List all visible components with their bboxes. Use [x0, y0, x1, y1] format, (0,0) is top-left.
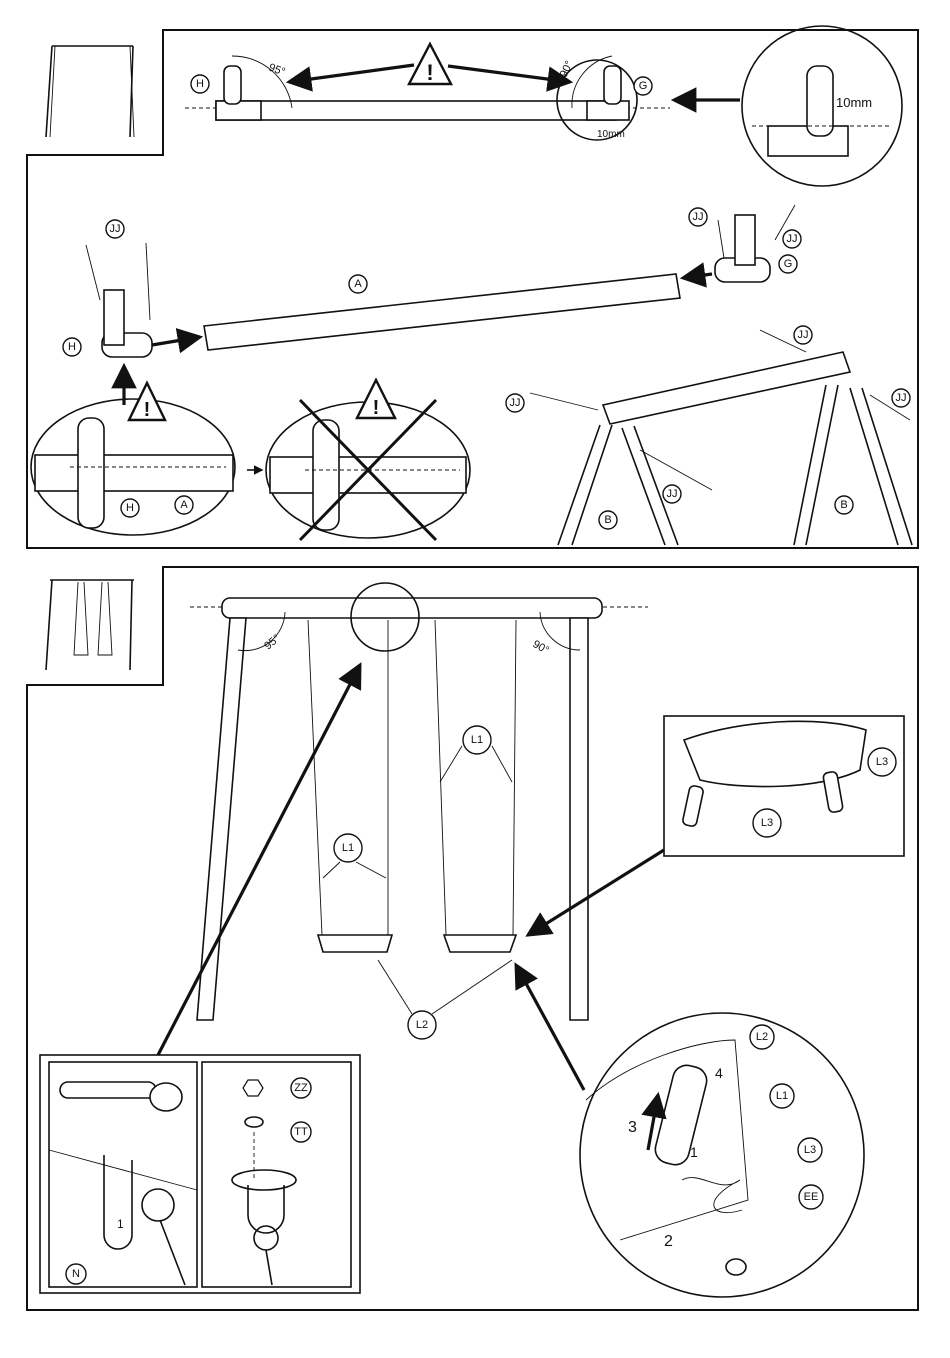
- label-ZZ-badge: ZZ: [291, 1078, 311, 1098]
- label-EE-badge: EE: [799, 1185, 823, 1209]
- angle-90-label: 90°: [558, 59, 576, 79]
- svg-text:L2: L2: [416, 1019, 428, 1031]
- label-H-badge-2: H: [63, 338, 81, 356]
- svg-text:L2: L2: [756, 1031, 768, 1043]
- svg-text:!: !: [426, 60, 433, 85]
- label-L1-badge-2: L1: [334, 834, 362, 862]
- svg-text:L1: L1: [471, 734, 483, 746]
- svg-text:JJ: JJ: [693, 211, 704, 223]
- svg-text:L1: L1: [342, 842, 354, 854]
- label-G-badge: G: [634, 77, 652, 95]
- label-B-badge: B: [599, 511, 617, 529]
- step-2-label: 2: [664, 1233, 673, 1250]
- step-4-label: 4: [715, 1065, 723, 1081]
- label-H-badge: H: [191, 75, 209, 93]
- svg-text:ZZ: ZZ: [294, 1082, 308, 1094]
- offset-detail-label: 10mm: [836, 95, 872, 110]
- svg-text:H: H: [68, 341, 76, 353]
- top-panel: 95° 90° 10mm ! H G 10mm: [27, 26, 918, 548]
- incorrect-drilling-detail: !: [266, 380, 470, 540]
- spring-zoom-detail: 3 2 1 4 L2 L1 L3 EE: [516, 965, 864, 1297]
- label-JJ-badge-5: JJ: [794, 326, 812, 344]
- angle-95-label: 95°: [267, 62, 287, 79]
- svg-text:G: G: [784, 258, 793, 270]
- svg-text:TT: TT: [294, 1126, 308, 1138]
- label-G-badge-2: G: [779, 255, 797, 273]
- warning-triangle-icon: !: [357, 380, 395, 419]
- label-L3-badge-3: L3: [798, 1138, 822, 1162]
- svg-text:!: !: [373, 397, 380, 419]
- bottom-panel: 95° 90° L1 L1 L2 L3 L3: [27, 567, 918, 1310]
- label-L3-badge-2: L3: [753, 809, 781, 837]
- label-N-badge: N: [66, 1264, 86, 1284]
- svg-text:EE: EE: [804, 1191, 819, 1203]
- label-A-badge-2: A: [175, 496, 193, 514]
- warning-triangle-icon: !: [129, 383, 165, 421]
- label-TT-badge: TT: [291, 1122, 311, 1142]
- label-JJ-badge: JJ: [106, 220, 124, 238]
- svg-text:JJ: JJ: [667, 488, 678, 500]
- label-L2-badge-2: L2: [750, 1025, 774, 1049]
- step-3-label: 3: [628, 1119, 637, 1136]
- correct-drilling-detail: ! H A: [31, 366, 262, 535]
- svg-text:JJ: JJ: [798, 329, 809, 341]
- warning-triangle-icon: !: [409, 44, 451, 85]
- svg-text:JJ: JJ: [510, 397, 521, 409]
- label-A-badge: A: [349, 275, 367, 293]
- label-JJ-badge-3: JJ: [783, 230, 801, 248]
- angle-95-label-2: 95°: [262, 632, 282, 652]
- label-H-badge-3: H: [121, 499, 139, 517]
- svg-text:L3: L3: [804, 1144, 816, 1156]
- svg-text:L3: L3: [761, 817, 773, 829]
- svg-text:L3: L3: [876, 756, 888, 768]
- beam-angle-diagram: 95° 90° 10mm ! H G: [185, 44, 740, 140]
- label-JJ-badge-2: JJ: [689, 208, 707, 226]
- label-JJ-badge-6: JJ: [663, 485, 681, 503]
- frame-thumbnail-icon: [46, 46, 134, 137]
- label-L3-badge: L3: [868, 748, 896, 776]
- svg-text:A: A: [354, 278, 362, 290]
- svg-text:B: B: [604, 514, 611, 526]
- svg-text:G: G: [639, 80, 648, 92]
- step-1-label: 1: [117, 1217, 124, 1231]
- svg-text:H: H: [196, 78, 204, 90]
- label-L2-badge: L2: [408, 1011, 436, 1039]
- detail-circle-offset: 10mm: [742, 26, 902, 186]
- svg-text:JJ: JJ: [896, 392, 907, 404]
- beam-assembly: JJ A H JJ JJ G: [63, 205, 801, 357]
- step-1-label-2: 1: [690, 1144, 698, 1160]
- svg-text:A: A: [180, 499, 188, 511]
- label-L1-badge-3: L1: [770, 1084, 794, 1108]
- swing-frame: 95° 90° L1 L1 L2: [190, 583, 648, 1039]
- svg-text:H: H: [126, 502, 134, 514]
- svg-text:!: !: [144, 399, 151, 421]
- label-L1-badge: L1: [463, 726, 491, 754]
- label-B-badge-2: B: [835, 496, 853, 514]
- svg-text:JJ: JJ: [110, 223, 121, 235]
- offset-label: 10mm: [597, 129, 625, 140]
- a-frame-assembly: JJ JJ JJ JJ B B: [506, 326, 912, 545]
- swing-frame-thumbnail-icon: [46, 580, 134, 670]
- angle-90-label-2: 90°: [531, 638, 551, 657]
- label-JJ-badge-4: JJ: [506, 394, 524, 412]
- svg-text:JJ: JJ: [787, 233, 798, 245]
- svg-text:L1: L1: [776, 1090, 788, 1102]
- label-JJ-badge-7: JJ: [892, 389, 910, 407]
- svg-text:N: N: [72, 1268, 80, 1280]
- svg-text:B: B: [840, 499, 847, 511]
- spanner-icon: [60, 1082, 182, 1111]
